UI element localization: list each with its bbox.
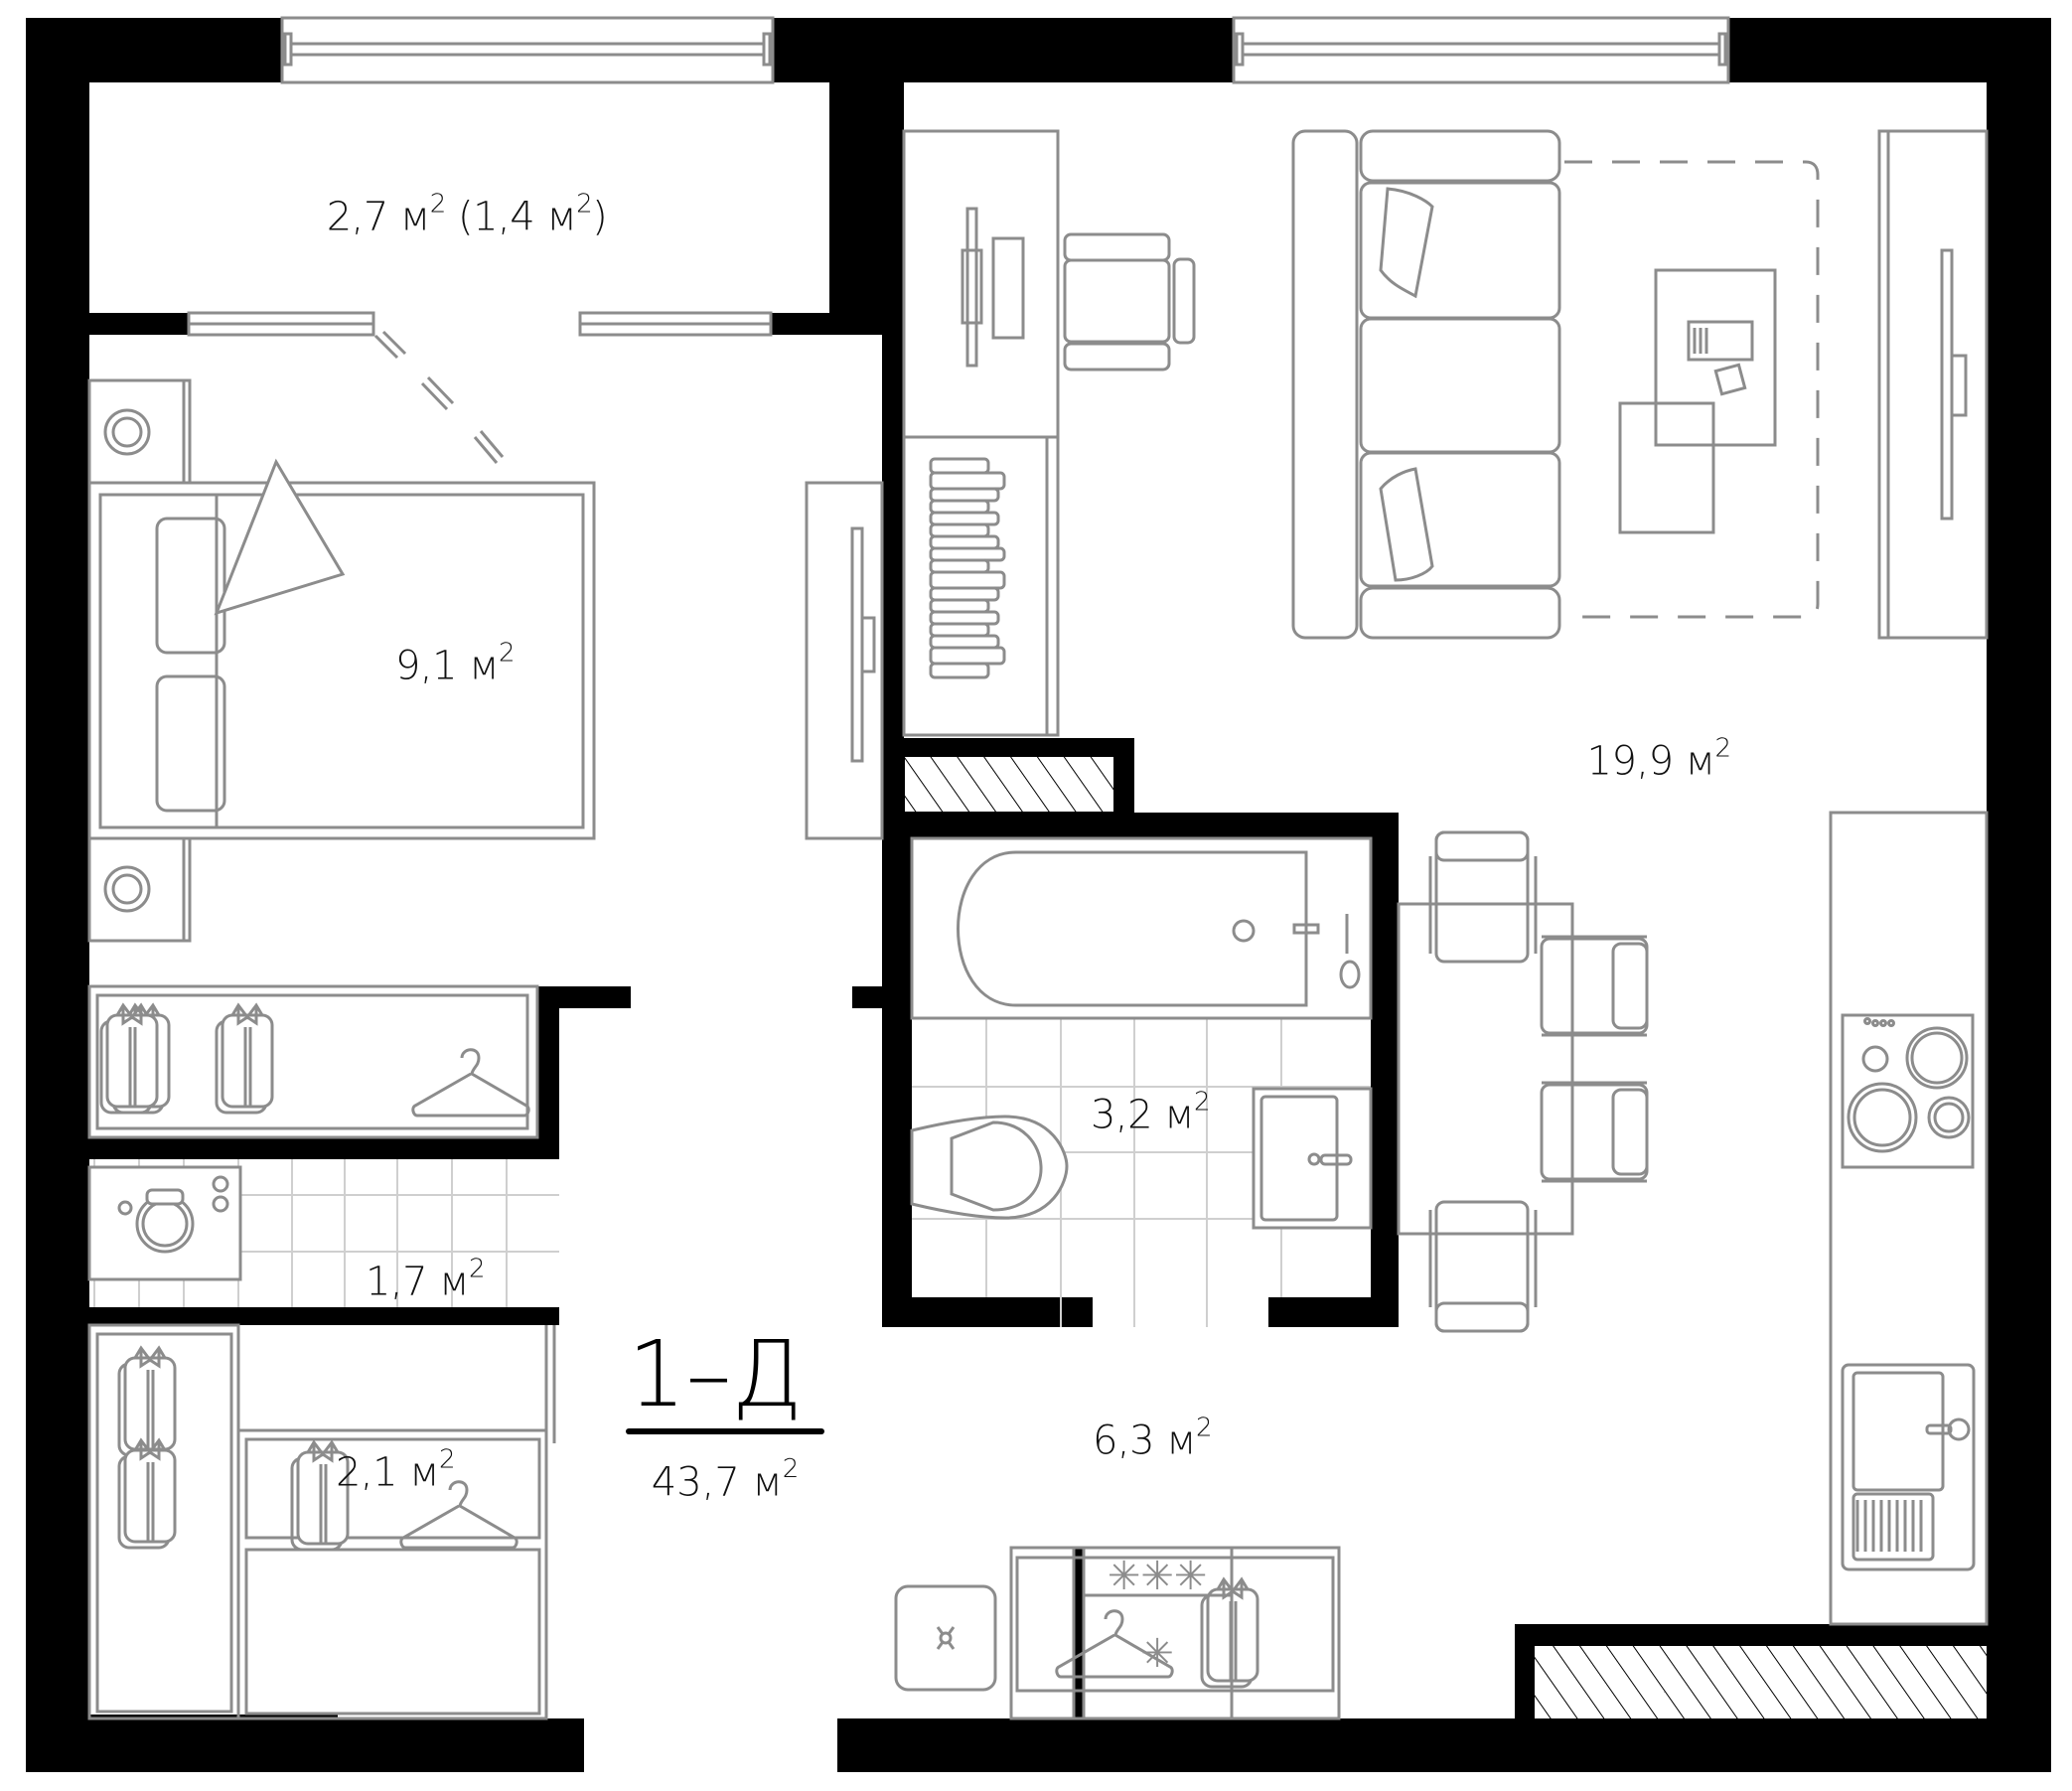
area-value: 6,3 м — [1092, 1418, 1197, 1464]
wardrobe-icon[interactable] — [87, 984, 539, 1139]
wardrobe-icon[interactable] — [236, 1325, 556, 1720]
area-value: 2,1 м — [335, 1449, 440, 1496]
rug-icon — [1564, 160, 1820, 619]
ventilation-shaft-icon — [904, 756, 1114, 813]
svg-text:✳✳✳: ✳✳✳ — [1108, 1554, 1208, 1599]
area-value: 19,9 м — [1586, 738, 1715, 785]
nightstand-lamp-icon — [87, 836, 192, 943]
sink-icon[interactable] — [1252, 1087, 1373, 1230]
area-unit-power: 2 — [498, 638, 516, 669]
toilet-icon[interactable] — [910, 1115, 1069, 1220]
dining-chair-icon[interactable] — [1540, 1081, 1649, 1183]
dining-table-icon[interactable] — [1397, 902, 1574, 1236]
room-area-bedroom: 9,1 м2 — [394, 638, 516, 689]
nightstand-lamp-icon — [87, 378, 192, 485]
hanger-icon — [399, 1480, 518, 1550]
balcony-door-icon[interactable] — [187, 311, 773, 464]
area-unit-power: 2 — [429, 189, 447, 220]
bookshelf-icon — [929, 457, 1006, 679]
room-area-balcony: 2,7 м2 (1,4 м2) — [326, 189, 608, 240]
wardrobe-shirt-icon — [99, 1002, 159, 1115]
total-area-value: 43,7 м — [651, 1459, 783, 1506]
room-area-laundry: 1,7 м2 — [365, 1254, 486, 1305]
area-unit-power: 2 — [1714, 733, 1731, 764]
dining-chair-icon[interactable] — [1540, 935, 1649, 1037]
pouf-icon[interactable] — [894, 1584, 997, 1692]
window-icon — [1232, 16, 1730, 84]
walls — [26, 18, 2051, 1772]
office-chair-icon[interactable] — [1063, 232, 1196, 372]
dining-chair-icon[interactable] — [1428, 830, 1538, 964]
window-icon — [280, 16, 775, 84]
dining-chair-icon[interactable] — [1428, 1200, 1538, 1333]
area-unit-power: 2 — [468, 1254, 486, 1284]
wardrobe-shirt-icon — [117, 1345, 177, 1457]
area-unit-power: 2 — [438, 1444, 456, 1475]
svg-text:✳: ✳ — [1140, 1631, 1174, 1677]
wardrobe-shirt-icon — [117, 1437, 177, 1550]
apartment-type-label: 1–Д — [628, 1321, 803, 1427]
area-unit-power: 2 — [576, 189, 593, 220]
hanger-icon — [1055, 1609, 1174, 1679]
apartment-type: 1–Д — [628, 1329, 803, 1420]
room-area-hallway: 6,3 м2 — [1092, 1413, 1213, 1464]
kitchen-counter — [1829, 811, 1989, 1626]
room-area-bathroom: 3,2 м2 — [1090, 1087, 1211, 1138]
coffee-table-icon[interactable] — [1618, 268, 1777, 534]
door-swing-icon — [373, 330, 505, 464]
wardrobe-shirt-icon — [290, 1439, 350, 1552]
area-value: 3,2 м — [1090, 1092, 1195, 1138]
total-area: 43,7 м2 — [651, 1454, 800, 1506]
hanger-icon — [411, 1048, 530, 1118]
area-unit-power: 2 — [1193, 1087, 1211, 1118]
room-area-wardrobe: 2,1 м2 — [335, 1444, 456, 1496]
double-bed-icon[interactable] — [87, 458, 596, 840]
ventilation-shaft-icon — [1535, 1646, 1987, 1718]
area-unit-power: 2 — [1195, 1413, 1213, 1443]
kitchen-sink-icon[interactable] — [1841, 1363, 1976, 1571]
area-extra-value: (1,4 м — [445, 194, 577, 240]
bathtub-icon[interactable] — [910, 836, 1373, 1020]
area-unit-power: 2 — [782, 1454, 800, 1484]
cooktop-icon[interactable] — [1841, 1013, 1975, 1169]
sofa-icon[interactable] — [1291, 129, 1561, 640]
washing-machine-icon[interactable] — [87, 1165, 242, 1281]
area-value: 2,7 м — [326, 194, 431, 240]
electrical-panel-icon: ✳✳✳ ✳ — [1082, 1546, 1234, 1720]
tv-cabinet-icon — [1877, 129, 1989, 640]
room-area-living-kitchen: 19,9 м2 — [1586, 733, 1732, 785]
wardrobe-shirt-icon — [215, 1002, 274, 1115]
area-value: 1,7 м — [365, 1259, 470, 1305]
desk-icon[interactable] — [902, 129, 1060, 737]
tv-cabinet-icon — [805, 481, 884, 840]
area-value: 9,1 м — [394, 643, 500, 689]
area-extra-close: ) — [592, 194, 608, 240]
apartment-type-underline — [626, 1428, 824, 1434]
